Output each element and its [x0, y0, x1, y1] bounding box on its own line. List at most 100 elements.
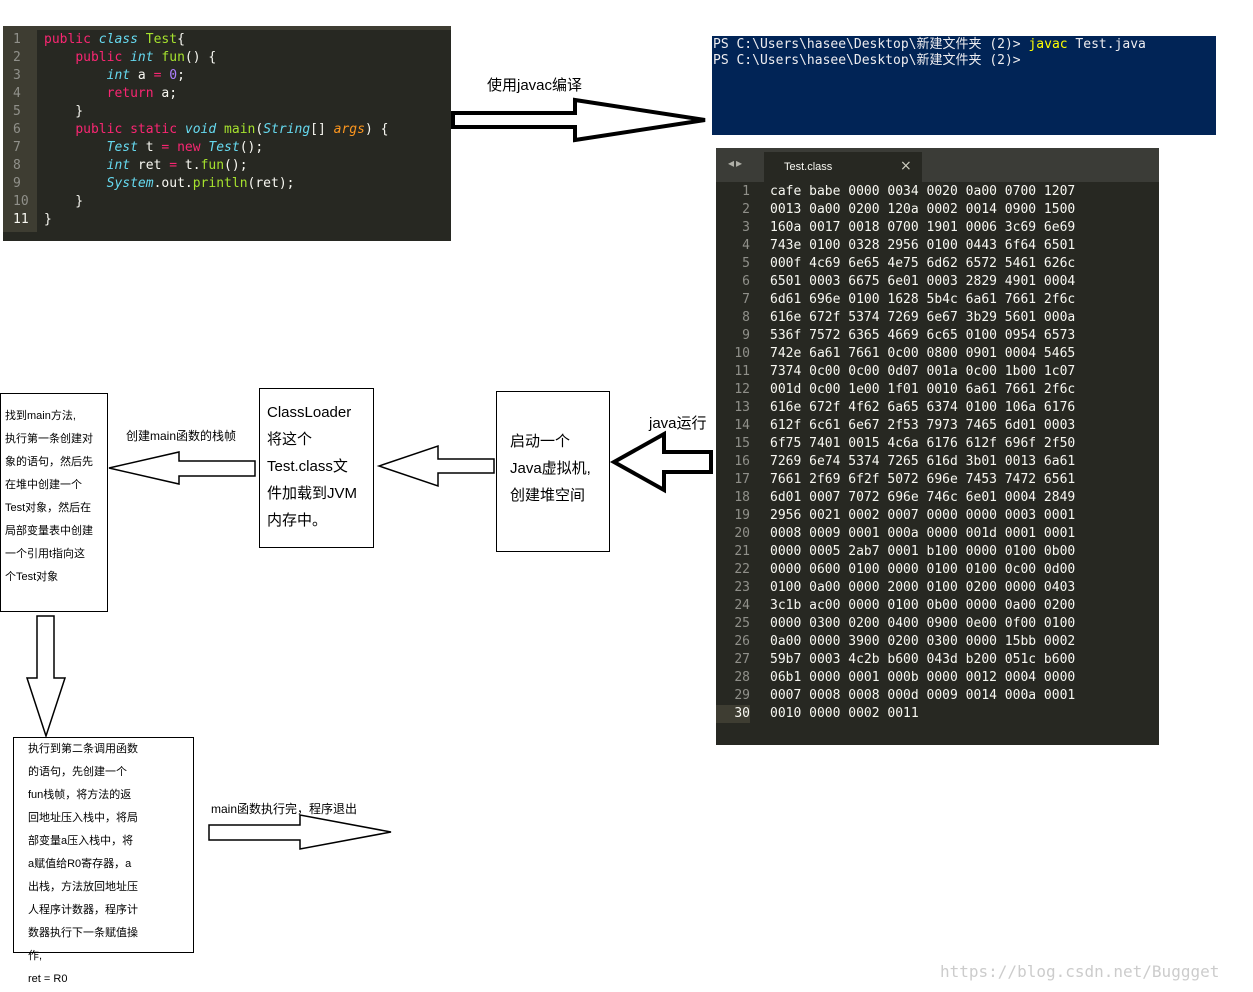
powershell-line-2: PS C:\Users\hasee\Desktop\新建文件夹 (2)>: [713, 53, 1021, 69]
hex-data: 0100 0a00 0000 2000 0100 0200 0000 0403: [770, 580, 1076, 595]
jvm-to-classloader-arrow: [376, 444, 495, 488]
find-main-line: 个Test对象: [5, 571, 59, 583]
hex-data: 616e 672f 5374 7269 6e67 3b29 5601 000a: [770, 310, 1076, 325]
main-to-fun-arrow: [25, 615, 67, 739]
close-tab-icon[interactable]: ×: [900, 158, 912, 174]
hex-line-number: 22: [734, 562, 750, 577]
hex-data: 2956 0021 0002 0007 0000 0000 0003 0001: [770, 508, 1076, 523]
compile-label: 使用javac编译: [487, 77, 583, 94]
hex-line-number: 25: [734, 616, 750, 631]
tab-test-class[interactable]: Test.class ×: [764, 152, 922, 182]
find-main-line: 执行第一条创建对: [5, 433, 93, 445]
hex-data: 59b7 0003 4c2b b600 043d b200 051c b600: [770, 652, 1076, 667]
call-fun-line: 执行到第二条调用函数: [28, 743, 138, 755]
hex-data: 612f 6c61 6e67 2f53 7973 7465 6d01 0003: [770, 418, 1076, 433]
gutter: [3, 30, 37, 232]
hex-line-number: 6: [742, 274, 750, 289]
hex-line-number: 26: [734, 634, 750, 649]
hex-line-number: 28: [734, 670, 750, 685]
call-fun-line: 数器执行下一条赋值操: [28, 927, 138, 939]
find-main-line: 一个引用t指向这: [5, 548, 86, 560]
jvm-start-line: 创建堆空间: [510, 487, 586, 504]
hex-line-number: 7: [742, 292, 750, 307]
hex-line-number: 20: [734, 526, 750, 541]
classloader-line: 将这个: [267, 431, 313, 448]
editor-top-border: [3, 26, 451, 30]
powershell-line-1: PS C:\Users\hasee\Desktop\新建文件夹 (2)> jav…: [713, 37, 1146, 53]
tab-nav-arrows-icon[interactable]: ◂▸: [728, 156, 745, 170]
hex-line-number: 19: [734, 508, 750, 523]
line-number: 1: [13, 32, 21, 47]
hex-data: 6d01 0007 7072 696e 746c 6e01 0004 2849: [770, 490, 1076, 505]
hex-data: 0a00 0000 3900 0200 0300 0000 15bb 0002: [770, 634, 1076, 649]
hex-tab-bar: ◂▸ Test.class ×: [716, 148, 1159, 182]
hex-line-number: 8: [742, 310, 750, 325]
hex-data: 6f75 7401 0015 4c6a 6176 612f 696f 2f50: [770, 436, 1076, 451]
hex-line-number: 11: [734, 364, 750, 379]
code-text: public static void main(String[] args) {: [75, 122, 389, 137]
line-number: 3: [13, 68, 21, 83]
code-text: Test t = new Test();: [106, 140, 264, 155]
hex-data: 0000 0300 0200 0400 0900 0e00 0f00 0100: [770, 616, 1076, 631]
classloader-to-main-arrow: [108, 451, 256, 485]
line-number: 9: [13, 176, 21, 191]
hex-line-number: 13: [734, 400, 750, 415]
powershell-prompt: PS C:\Users\hasee\Desktop\新建文件夹 (2)>: [713, 53, 1021, 68]
code-text: }: [44, 104, 84, 119]
hex-data: 06b1 0000 0001 000b 0000 0012 0004 0000: [770, 670, 1076, 685]
current-line-highlight: [716, 705, 750, 723]
exit-arrow: [208, 814, 392, 850]
find-main-line: Test对象，然后在: [5, 502, 92, 514]
hex-data: 001d 0c00 1e00 1f01 0010 6a61 7661 2f6c: [770, 382, 1076, 397]
find-main-line: 象的语句，然后先: [5, 456, 93, 468]
code-text: }: [44, 212, 52, 227]
run-arrow: [609, 430, 713, 494]
powershell-command: javac: [1028, 37, 1068, 52]
hex-line-number: 21: [734, 544, 750, 559]
line-number: 6: [13, 122, 21, 137]
hex-data: 743e 0100 0328 2956 0100 0443 6f64 6501: [770, 238, 1076, 253]
call-fun-line: 出栈，方法放回地址压: [28, 881, 138, 893]
hex-data: 6d61 696e 0100 1628 5b4c 6a61 7661 2f6c: [770, 292, 1076, 307]
hex-data: 0007 0008 0008 000d 0009 0014 000a 0001: [770, 688, 1076, 703]
hex-data: 536f 7572 6365 4669 6c65 0100 0954 6573: [770, 328, 1076, 343]
hex-data: 7661 2f69 6f2f 5072 696e 7453 7472 6561: [770, 472, 1076, 487]
classloader-line: ClassLoader: [267, 404, 352, 421]
classloader-line: 件加载到JVM: [267, 485, 358, 502]
hex-line-number: 9: [742, 328, 750, 343]
hex-line-number: 5: [742, 256, 750, 271]
code-text: int ret = t.fun();: [106, 158, 248, 173]
hex-line-number: 2: [742, 202, 750, 217]
line-number: 10: [13, 194, 29, 209]
line-number: 2: [13, 50, 21, 65]
hex-data: 0000 0005 2ab7 0001 b100 0000 0100 0b00: [770, 544, 1076, 559]
hex-data: cafe babe 0000 0034 0020 0a00 0700 1207: [770, 184, 1076, 199]
find-main-line: 局部变量表中创建: [5, 525, 93, 537]
hex-data: 7374 0c00 0c00 0d07 001a 0c00 1b00 1c07: [770, 364, 1076, 379]
powershell-window: PS C:\Users\hasee\Desktop\新建文件夹 (2)> jav…: [712, 36, 1216, 135]
hex-data: 0008 0009 0001 000a 0000 001d 0001 0001: [770, 526, 1076, 541]
jvm-start-line: Java虚拟机,: [510, 460, 591, 477]
hex-line-number: 10: [734, 346, 750, 361]
hex-line-number: 12: [734, 382, 750, 397]
run-label: java运行: [649, 415, 707, 432]
classloader-line: 内存中。: [267, 512, 328, 529]
watermark: https://blog.csdn.net/Buggget: [940, 962, 1220, 981]
powershell-argument: Test.java: [1067, 37, 1146, 52]
hex-data: 3c1b ac00 0000 0100 0b00 0000 0a00 0200: [770, 598, 1076, 613]
hex-data: 742e 6a61 7661 0c00 0800 0901 0004 5465: [770, 346, 1076, 361]
call-fun-line: 部变量a压入栈中，将: [28, 835, 134, 847]
hex-line-number: 27: [734, 652, 750, 667]
tab-label: Test.class: [784, 161, 833, 173]
call-fun-line: a赋值给R0寄存器，a: [28, 858, 132, 870]
call-fun-line: 的语句，先创建一个: [28, 766, 127, 778]
hex-line-number: 16: [734, 454, 750, 469]
